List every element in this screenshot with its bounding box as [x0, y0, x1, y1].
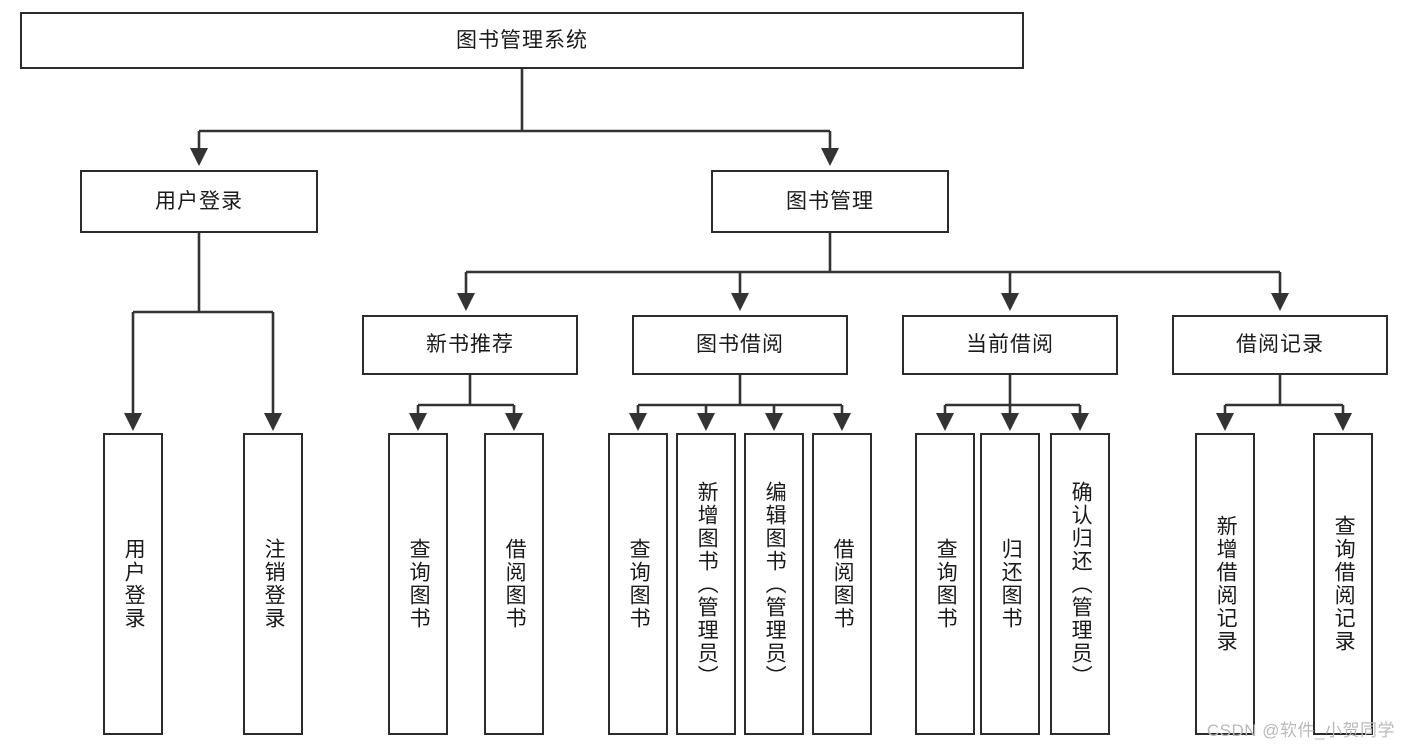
- node-book-borrow[interactable]: 图书借阅: [632, 315, 848, 375]
- node-new-book-recommend-label: 新书推荐: [426, 333, 514, 357]
- node-leaf-borrow-book-2-label: 借阅图书: [831, 538, 855, 630]
- node-leaf-return-book[interactable]: 归还图书: [980, 433, 1040, 735]
- node-leaf-user-login[interactable]: 用户登录: [103, 433, 163, 735]
- node-book-borrow-label: 图书借阅: [696, 333, 784, 357]
- node-leaf-edit-book-label: 编辑图书（管理员）: [763, 480, 787, 688]
- node-leaf-query-record-label: 查询借阅记录: [1332, 515, 1356, 653]
- node-root[interactable]: 图书管理系统: [20, 12, 1024, 69]
- node-leaf-confirm-return-label: 确认归还（管理员）: [1069, 480, 1093, 688]
- node-user-login-label: 用户登录: [155, 189, 243, 213]
- node-leaf-query-book-2-label: 查询图书: [627, 538, 651, 630]
- node-leaf-query-book-3-label: 查询图书: [934, 538, 958, 630]
- node-leaf-logout-login-label: 注销登录: [262, 538, 286, 630]
- node-leaf-query-book-2[interactable]: 查询图书: [608, 433, 668, 735]
- node-current-borrow-label: 当前借阅: [966, 333, 1054, 357]
- node-leaf-query-record[interactable]: 查询借阅记录: [1313, 433, 1373, 735]
- node-new-book-recommend[interactable]: 新书推荐: [362, 315, 578, 375]
- node-leaf-add-book[interactable]: 新增图书（管理员）: [676, 433, 736, 735]
- node-borrow-record[interactable]: 借阅记录: [1172, 315, 1388, 375]
- node-leaf-query-book-1[interactable]: 查询图书: [388, 433, 448, 735]
- node-book-manage-label: 图书管理: [786, 189, 874, 213]
- node-borrow-record-label: 借阅记录: [1236, 333, 1324, 357]
- node-leaf-borrow-book-1[interactable]: 借阅图书: [484, 433, 544, 735]
- node-leaf-add-record-label: 新增借阅记录: [1214, 515, 1238, 653]
- node-leaf-add-record[interactable]: 新增借阅记录: [1195, 433, 1255, 735]
- node-leaf-query-book-3[interactable]: 查询图书: [915, 433, 975, 735]
- node-leaf-add-book-label: 新增图书（管理员）: [695, 480, 719, 688]
- node-root-label: 图书管理系统: [456, 28, 588, 52]
- node-book-manage[interactable]: 图书管理: [711, 170, 949, 233]
- node-user-login[interactable]: 用户登录: [80, 170, 318, 233]
- node-leaf-user-login-label: 用户登录: [122, 538, 146, 630]
- node-leaf-logout-login[interactable]: 注销登录: [243, 433, 303, 735]
- node-leaf-borrow-book-1-label: 借阅图书: [503, 538, 527, 630]
- node-current-borrow[interactable]: 当前借阅: [902, 315, 1118, 375]
- node-leaf-borrow-book-2[interactable]: 借阅图书: [812, 433, 872, 735]
- node-leaf-edit-book[interactable]: 编辑图书（管理员）: [744, 433, 804, 735]
- node-leaf-query-book-1-label: 查询图书: [407, 538, 431, 630]
- node-leaf-confirm-return[interactable]: 确认归还（管理员）: [1050, 433, 1110, 735]
- watermark: CSDN @软件_小贺同学: [1206, 721, 1395, 740]
- node-leaf-return-book-label: 归还图书: [999, 538, 1023, 630]
